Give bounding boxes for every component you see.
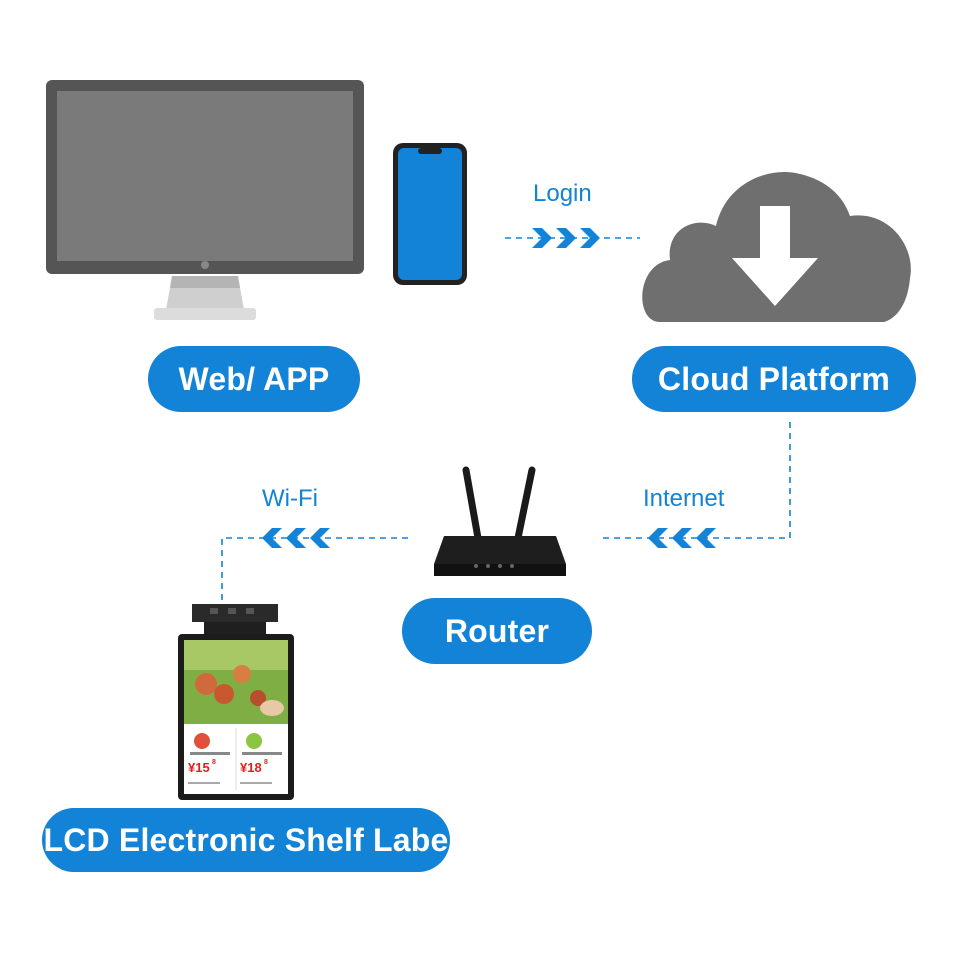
wifi-arrows bbox=[262, 528, 330, 548]
shelf-price-right: ¥18 bbox=[240, 760, 262, 775]
internet-label: Internet bbox=[643, 485, 725, 512]
login-label: Login bbox=[533, 180, 592, 207]
login-arrows bbox=[532, 228, 600, 248]
monitor-icon bbox=[46, 80, 364, 320]
cloud-download-icon bbox=[642, 172, 911, 322]
lcd-shelf-label-icon: ¥15 8 ¥18 8 bbox=[178, 604, 294, 800]
shelf-price-right-sup: 8 bbox=[264, 759, 268, 766]
web-app-pill: Web/ APP bbox=[148, 346, 360, 412]
shelf-price-left: ¥15 bbox=[188, 760, 210, 775]
wifi-label: Wi-Fi bbox=[262, 485, 318, 512]
shelf-price-left-sup: 8 bbox=[212, 759, 216, 766]
router-icon bbox=[434, 466, 566, 576]
router-pill: Router bbox=[402, 598, 592, 664]
internet-arrows bbox=[648, 528, 716, 548]
shelf-label-pill: LCD Electronic Shelf Labe bbox=[42, 808, 450, 872]
smartphone-icon bbox=[393, 143, 467, 285]
cloud-platform-pill: Cloud Platform bbox=[632, 346, 916, 412]
